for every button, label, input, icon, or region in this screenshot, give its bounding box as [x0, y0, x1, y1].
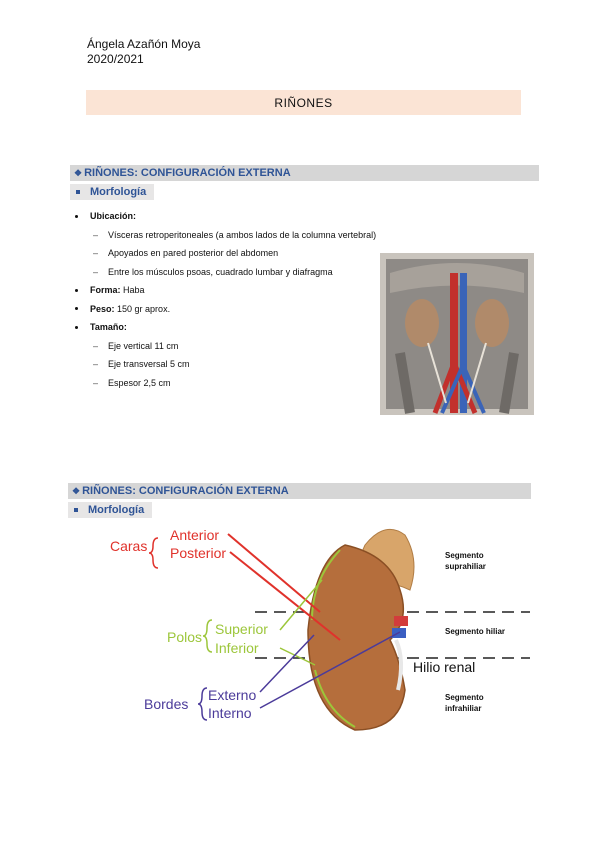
label-seg-hiliar: Segmento hiliar [445, 627, 505, 636]
label-interno: Interno [208, 705, 252, 721]
list-item: Peso: 150 gr aprox. [75, 300, 395, 319]
label-posterior: Posterior [170, 545, 226, 561]
subheading-2: Morfología [68, 502, 152, 518]
subheading-2-text: Morfología [88, 504, 145, 516]
morphology-list: Ubicación: –Vísceras retroperitoneales (… [75, 207, 395, 392]
label-seg-infra-1: Segmento [445, 693, 484, 702]
page-title: RIÑONES [86, 90, 521, 115]
label-caras: Caras [110, 538, 147, 554]
label-externo: Externo [208, 687, 256, 703]
list-item: Ubicación: [75, 207, 395, 226]
label-seg-infra-2: infrahiliar [445, 704, 481, 713]
square-bullet-icon [74, 508, 78, 512]
list-subitem: –Espesor 2,5 cm [93, 377, 171, 388]
square-bullet-icon [76, 190, 80, 194]
label-hilio: Hilio renal [413, 659, 475, 675]
section-heading-1: ❖ RIÑONES: CONFIGURACIÓN EXTERNA [70, 165, 539, 181]
list-item: Forma: Haba [75, 281, 395, 300]
list-subitem: –Entre los músculos psoas, cuadrado lumb… [93, 266, 333, 277]
list-subitem: –Vísceras retroperitoneales (a ambos lad… [93, 229, 377, 240]
label-inferior: Inferior [215, 640, 259, 656]
label-seg-supra-2: suprahiliar [445, 562, 486, 571]
list-subitem: –Apoyados en pared posterior del abdomen [93, 248, 279, 258]
subheading-1: Morfología [70, 184, 154, 200]
section-heading-2: ❖ RIÑONES: CONFIGURACIÓN EXTERNA [68, 483, 531, 499]
label-superior: Superior [215, 621, 268, 637]
diamond-bullet-icon: ❖ [72, 485, 81, 496]
section-heading-2-text: RIÑONES: CONFIGURACIÓN EXTERNA [82, 485, 289, 497]
diamond-bullet-icon: ❖ [74, 167, 83, 178]
kidney-diagram: Caras Anterior Posterior Polos Superior … [110, 527, 530, 731]
section-heading-1-text: RIÑONES: CONFIGURACIÓN EXTERNA [84, 167, 291, 179]
list-item: Tamaño: [75, 318, 395, 337]
list-subitem: –Eje transversal 5 cm [93, 359, 190, 369]
academic-year: 2020/2021 [87, 52, 144, 66]
label-seg-supra-1: Segmento [445, 551, 484, 560]
author-block: Ángela Azañón Moya 2020/2021 [87, 37, 200, 67]
label-anterior: Anterior [170, 527, 219, 543]
author-name: Ángela Azañón Moya [87, 37, 201, 51]
label-polos: Polos [167, 629, 202, 645]
label-bordes: Bordes [144, 696, 188, 712]
list-subitem: –Eje vertical 11 cm [93, 340, 179, 351]
subheading-1-text: Morfología [90, 186, 147, 198]
kidneys-anatomy-image [380, 253, 534, 415]
